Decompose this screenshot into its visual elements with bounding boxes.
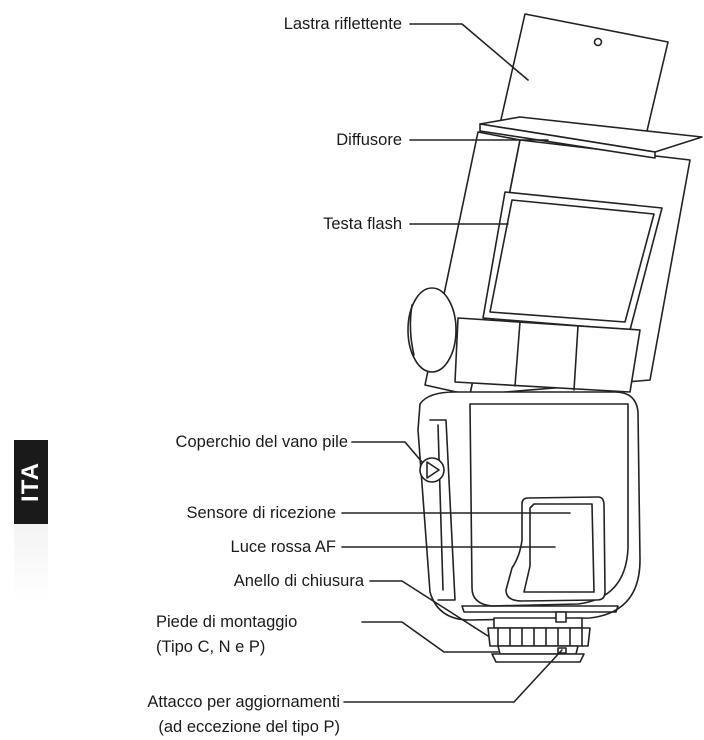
- language-tab: ITA: [14, 440, 48, 524]
- leader-lock-ring: [369, 580, 489, 637]
- diffuser-panel: [479, 116, 703, 159]
- label-lock-ring: Anello di chiusura: [233, 572, 364, 590]
- label-af-red-light: Luce rossa AF: [230, 538, 336, 556]
- label-update-port: Attacco per aggiornamenti: [147, 693, 340, 711]
- mounting-foot: [491, 645, 585, 663]
- label-receiver-sensor: Sensore di ricezione: [186, 504, 337, 522]
- swivel-joint: [407, 287, 641, 393]
- leader-mounting-foot: [361, 621, 499, 653]
- label-mounting-foot: Piede di montaggio: [156, 613, 298, 631]
- label-battery-cover: Coperchio del vano pile: [175, 433, 348, 451]
- lock-ring: [487, 617, 591, 647]
- battery-latch-icon: [419, 457, 445, 483]
- label-diffuser: Diffusore: [336, 131, 402, 149]
- label-flash-head: Testa flash: [323, 215, 402, 233]
- leader-lines: [341, 23, 571, 703]
- receiver-window: [505, 496, 606, 602]
- label-reflector: Lastra riflettente: [283, 15, 402, 33]
- label-mounting-foot-note: (Tipo C, N e P): [156, 638, 266, 656]
- language-tab-label: ITA: [17, 462, 44, 502]
- base-plate: [461, 605, 619, 613]
- label-update-port-note: (ad eccezione del tipo P): [158, 718, 340, 736]
- language-tab-shadow: [14, 524, 48, 604]
- leader-battery-cover: [351, 441, 423, 463]
- leader-reflector: [409, 23, 529, 81]
- leader-update-port: [343, 649, 563, 703]
